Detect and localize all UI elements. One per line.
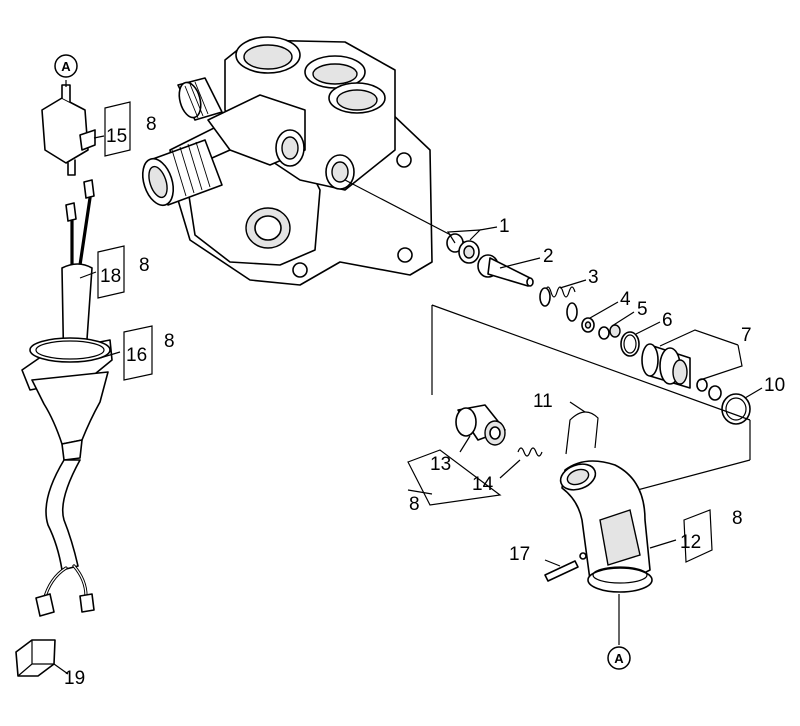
part-1-seal-ring <box>446 233 480 264</box>
part-17-pin <box>544 560 579 582</box>
part-19-connector <box>15 639 56 677</box>
callout-18: 18 <box>100 266 121 287</box>
callout-13: 13 <box>430 454 451 475</box>
part-7-valve-seat <box>641 343 722 401</box>
part-12-elbow <box>559 460 653 593</box>
part-10-o-ring <box>721 393 751 425</box>
connector-mark-bottom: A <box>607 646 631 670</box>
callout-16: 16 <box>126 345 147 366</box>
callout-19: 19 <box>64 668 85 689</box>
callout-17: 17 <box>509 544 530 565</box>
callout-2: 2 <box>543 246 554 267</box>
part-13-filter-cap <box>455 404 506 446</box>
callout-12-qty: 8 <box>732 508 743 529</box>
part-16-cable-bushing <box>21 337 113 461</box>
connector-mark-top: A <box>54 54 78 78</box>
part-14-spring <box>517 447 543 457</box>
callout-1: 1 <box>499 216 510 237</box>
pump-housing <box>141 36 433 286</box>
callout-5: 5 <box>637 299 648 320</box>
part-2-valve-piston <box>477 254 534 287</box>
part-5-ring <box>598 324 621 340</box>
cable-lower <box>35 459 95 617</box>
callout-12: 12 <box>680 532 701 553</box>
callout-6: 6 <box>662 310 673 331</box>
callout-3: 3 <box>588 267 599 288</box>
part-6-o-ring <box>620 331 640 357</box>
part-4-washer <box>581 317 595 333</box>
callout-18-qty: 8 <box>139 255 150 276</box>
callout-8-lower: 8 <box>409 494 420 515</box>
callout-7: 7 <box>741 325 752 346</box>
part-11-clip <box>565 411 599 455</box>
leader-lines <box>53 80 763 675</box>
svg-text:A: A <box>61 59 71 74</box>
cable-terminals-top <box>65 179 95 222</box>
svg-text:A: A <box>614 651 624 666</box>
callout-4: 4 <box>620 289 631 310</box>
callout-16-qty: 8 <box>164 331 175 352</box>
assembly-frame <box>431 304 751 501</box>
callout-11: 11 <box>533 391 553 412</box>
callout-14: 14 <box>472 474 494 495</box>
callout-labels: 1 2 3 4 5 6 7 10 11 13 14 8 12 8 17 15 8… <box>64 114 785 689</box>
callout-10: 10 <box>764 375 785 396</box>
part-15-micro-switch <box>41 84 96 176</box>
callout-15: 15 <box>106 126 127 147</box>
callout-15-qty: 8 <box>146 114 157 135</box>
part-3-spring <box>539 286 578 322</box>
